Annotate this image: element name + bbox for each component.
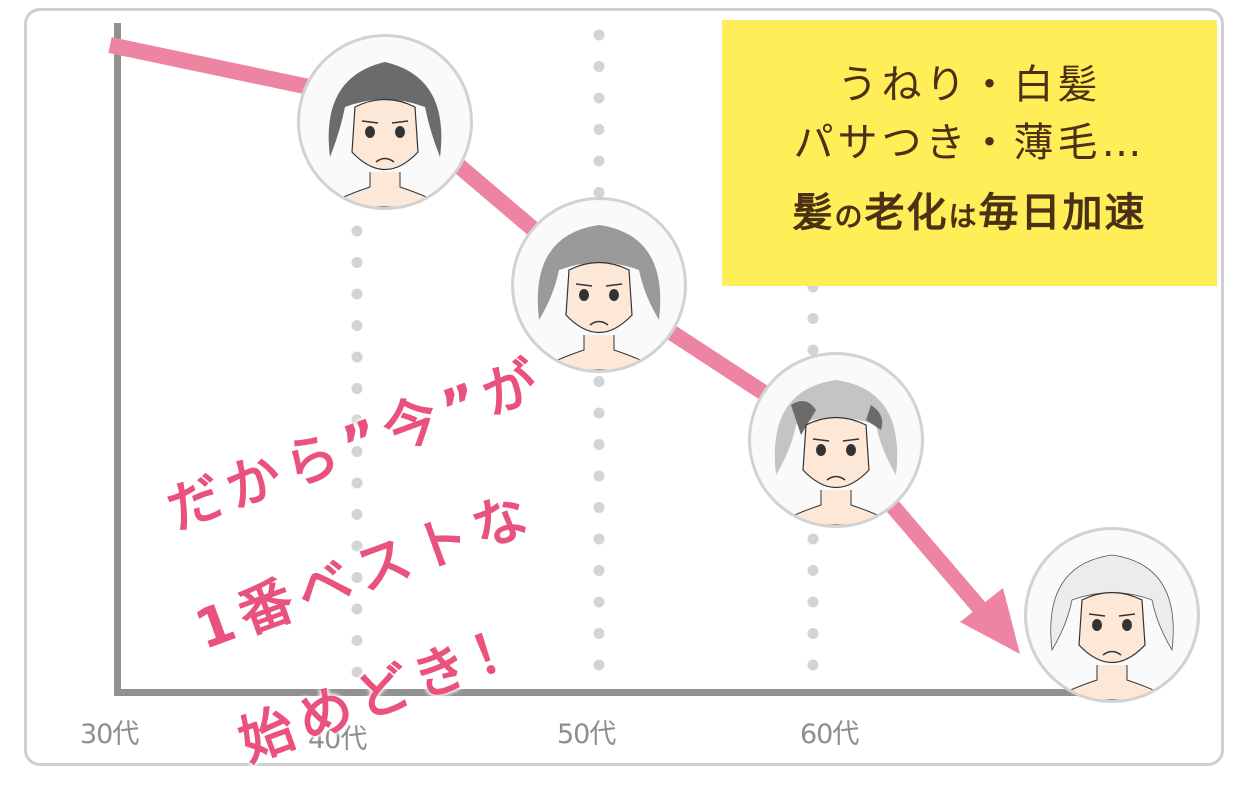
callout-line-1: うねり・白髪 <box>837 62 1102 108</box>
x-axis-label-30s: 30代 <box>80 719 139 750</box>
x-axis-label-50s: 50代 <box>557 719 616 750</box>
callout-word-aging: 老化 <box>864 190 949 236</box>
callout-particle-wa: は <box>948 200 979 233</box>
x-axis-label-40s: 40代 <box>308 724 367 755</box>
x-axis-label-60s: 60代 <box>800 719 859 750</box>
hair-aging-callout: うねり・白髪 パサつき・薄毛… 髪の老化は毎日加速 <box>722 20 1217 286</box>
callout-word-accelerating: 毎日加速 <box>978 190 1147 236</box>
woman-face-icon <box>1050 554 1174 700</box>
face-60s-white-hair <box>1024 527 1200 703</box>
face-40s-graying-hair <box>511 197 687 373</box>
callout-line-3: 髪の老化は毎日加速 <box>792 180 1146 250</box>
callout-word-hair: 髪 <box>792 190 835 236</box>
y-axis <box>114 23 121 695</box>
face-30s-dark-hair <box>297 34 473 210</box>
woman-face-icon <box>774 380 898 525</box>
x-axis <box>114 689 1134 696</box>
callout-line-2: パサつき・薄毛… <box>793 120 1146 166</box>
woman-face-icon <box>537 225 661 370</box>
woman-face-icon <box>324 62 446 207</box>
callout-particle-no: の <box>834 200 865 233</box>
arrow-head-icon <box>960 588 1020 654</box>
face-50s-mostly-gray-hair <box>748 352 924 528</box>
